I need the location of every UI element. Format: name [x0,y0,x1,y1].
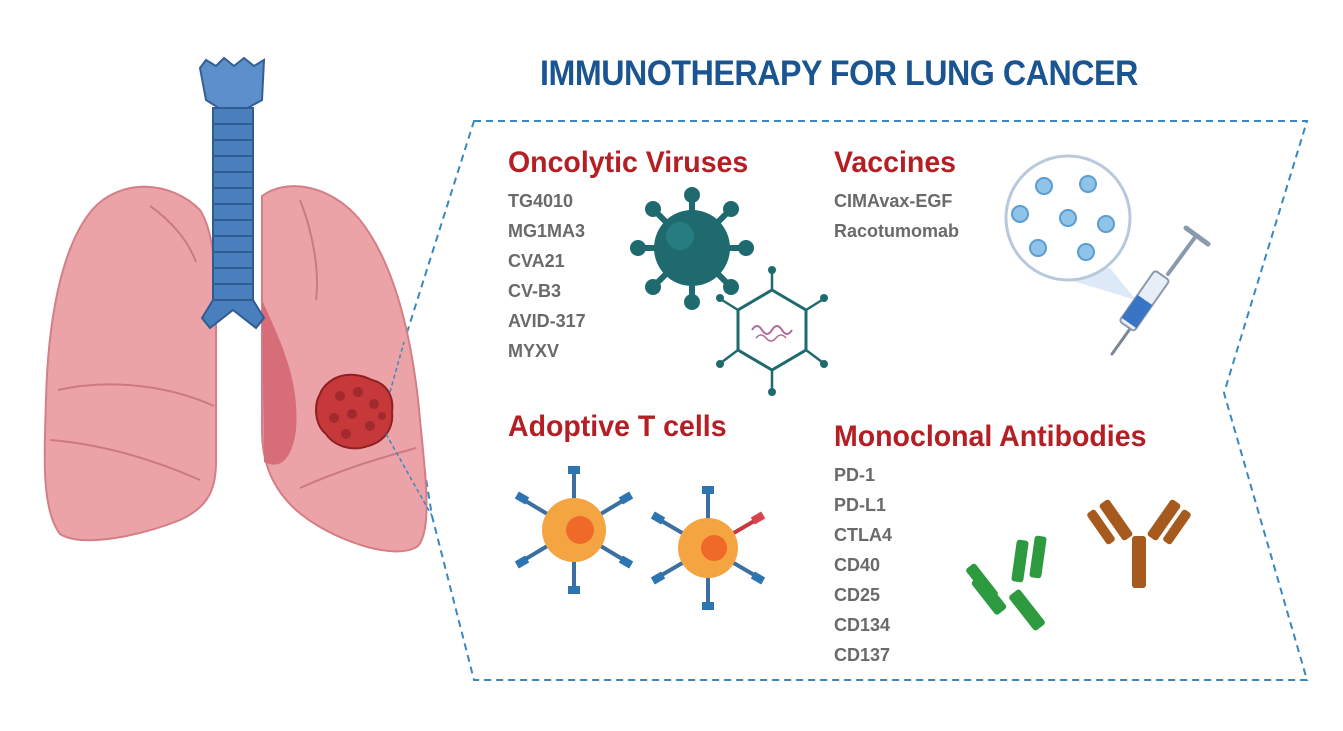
lungs-icon [43,185,428,553]
list-item: TG4010 [508,191,574,211]
trachea-icon [198,56,266,330]
oncolytic-virus-list: TG4010 MG1MA3 CVA21 CV-B3 AVID-317 MYXV [508,186,586,366]
list-item: CIMAvax-EGF [834,191,953,211]
list-item: Racotumomab [834,221,960,241]
list-item: PD-1 [834,465,876,485]
page-title: IMMUNOTHERAPY FOR LUNG CANCER [540,54,1138,93]
t-cell-icon [514,466,634,594]
bacteriophage-icon [716,266,828,396]
list-item: MG1MA3 [508,221,586,241]
list-item: CV-B3 [508,281,562,301]
panel-dashed-border [402,120,1309,681]
heading-adoptive-t-cells: Adoptive T cells [508,410,727,443]
vaccine-list: CIMAvax-EGF Racotumomab [834,186,959,246]
heading-vaccines: Vaccines [834,146,957,179]
list-item: CD137 [834,645,891,665]
list-item: CTLA4 [834,525,892,545]
syringe-icon [1110,225,1211,356]
list-item: CVA21 [508,251,565,271]
car-t-cell-icon [650,486,766,610]
list-item: AVID-317 [508,311,586,331]
list-item: PD-L1 [834,495,887,515]
list-item: CD134 [834,615,891,635]
list-item: CD40 [834,555,881,575]
list-item: CD25 [834,585,881,605]
heading-oncolytic-viruses: Oncolytic Viruses [508,146,749,179]
vaccine-magnifier-icon [1004,154,1136,300]
antibody-icon [1087,499,1191,588]
list-item: MYXV [508,341,560,361]
heading-monoclonal-antibodies: Monoclonal Antibodies [834,420,1147,453]
tumor-icon [315,373,394,450]
antibody-icon [966,535,1047,631]
monoclonal-antibody-list: PD-1 PD-L1 CTLA4 CD40 CD25 CD134 CD137 [834,460,892,670]
